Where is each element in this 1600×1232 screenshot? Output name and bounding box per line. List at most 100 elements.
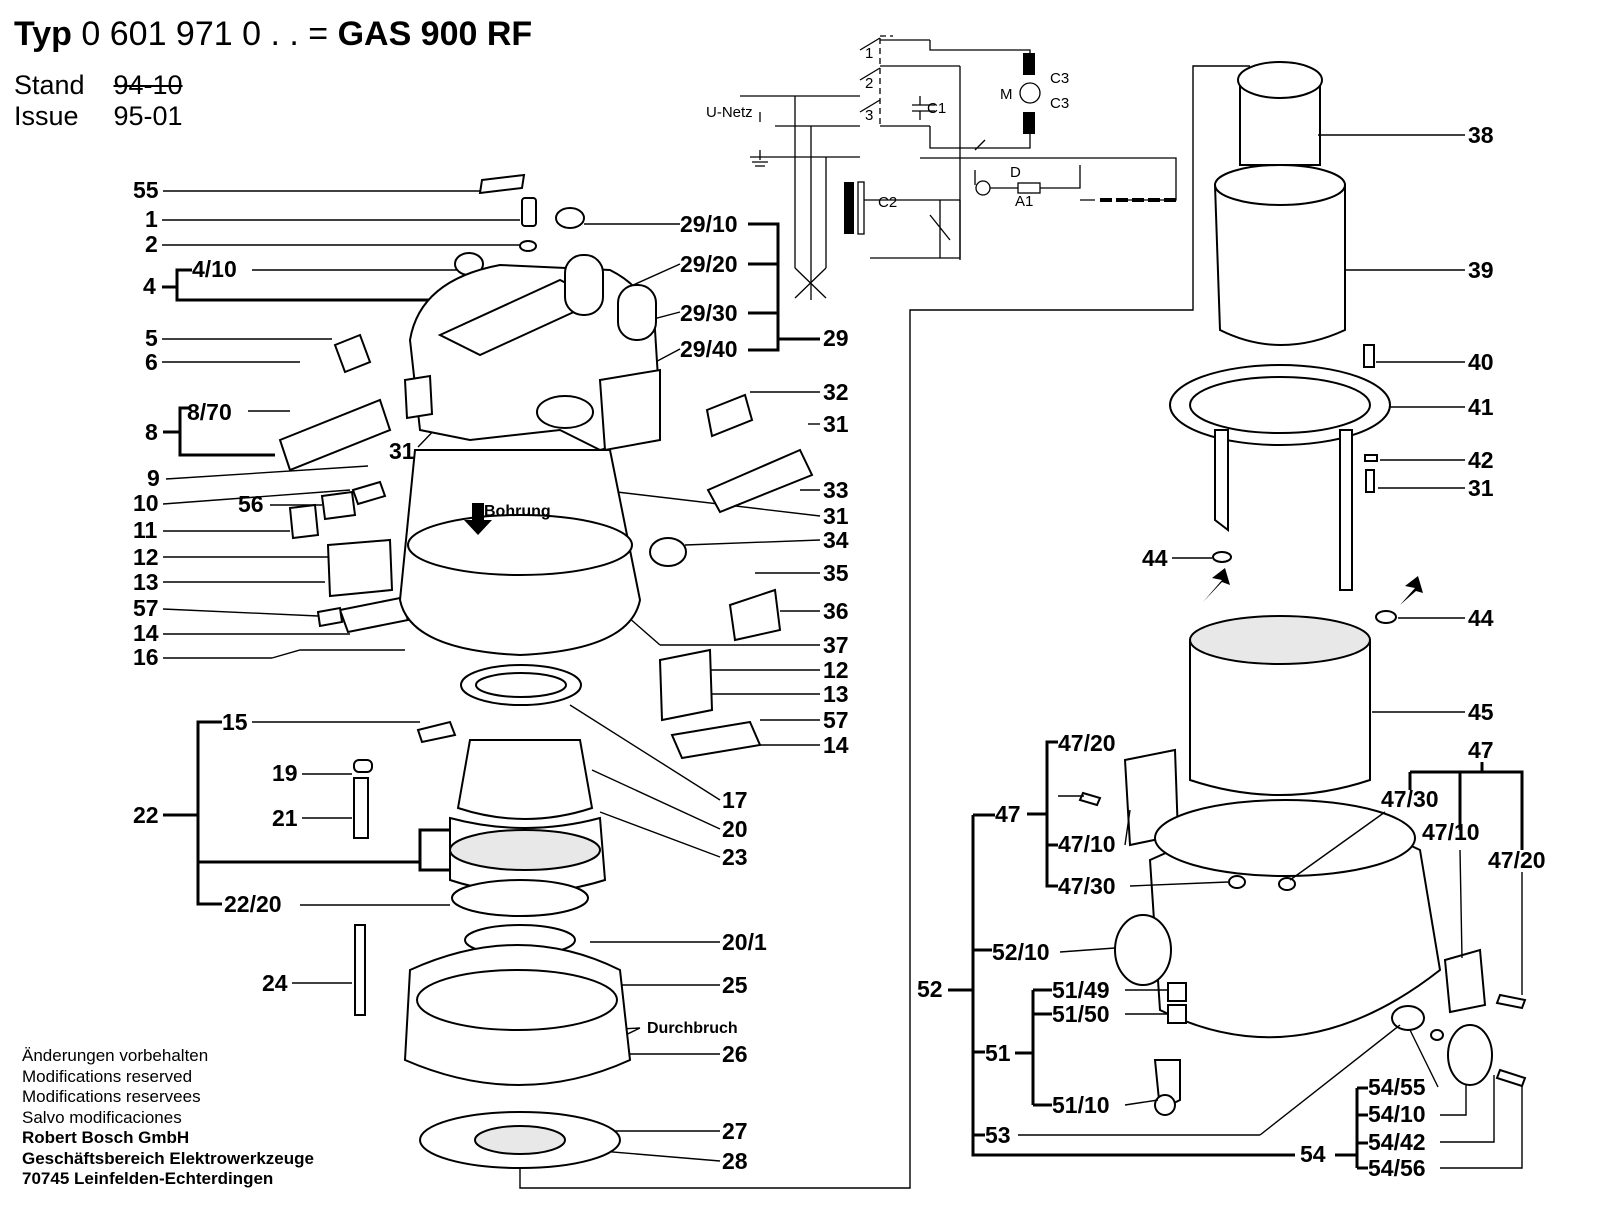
- part-11: [288, 503, 320, 540]
- wheel-54-42: [1447, 1024, 1493, 1086]
- label-38: 38: [1468, 122, 1494, 148]
- label-4: 4: [143, 273, 156, 299]
- footer-company: Robert Bosch GmbH: [22, 1128, 190, 1147]
- nut-47-30a: [1228, 875, 1246, 889]
- socket-5: [403, 374, 434, 420]
- screw-47-20b: [1495, 993, 1527, 1010]
- card-32: [705, 393, 754, 438]
- c2-label: C2: [878, 194, 897, 211]
- label-13: 13: [133, 569, 159, 595]
- housing-rim: [407, 514, 633, 576]
- filter-28: [474, 1125, 566, 1155]
- housing-parts: Bohrung: [353, 449, 642, 1169]
- label-54-56: 54/56: [1368, 1155, 1426, 1181]
- label-44b: 44: [1468, 605, 1494, 631]
- label-53: 53: [985, 1122, 1011, 1148]
- label-12b: 12: [823, 657, 849, 683]
- label-52: 52: [917, 976, 943, 1002]
- frame-41: [1214, 429, 1353, 591]
- motor-22: [456, 739, 594, 820]
- typ-number: 0 601 971 0 . .: [81, 15, 299, 53]
- foot-44b: [1375, 610, 1397, 624]
- label-57: 57: [133, 595, 159, 621]
- label-13b: 13: [823, 681, 849, 707]
- label-47-10a: 47/10: [1058, 831, 1116, 857]
- coil-12b-13b: [658, 648, 714, 722]
- label-29-20: 29/20: [680, 251, 738, 277]
- issue-label: Issue: [14, 101, 79, 131]
- label-47a: 47: [995, 801, 1021, 827]
- panel-29-40: [598, 368, 661, 452]
- label-24: 24: [262, 970, 288, 996]
- foot-44a: [1212, 551, 1232, 563]
- filter-assembly-parts: [1078, 61, 1527, 1116]
- label-14b: 14: [823, 732, 849, 758]
- bracket-36: [728, 588, 782, 642]
- label-33: 33: [823, 477, 849, 503]
- durchbruch-annotation: Durchbruch: [647, 1020, 738, 1037]
- switch-board-8: [278, 398, 392, 472]
- label-21: 21: [272, 805, 298, 831]
- switch-1-label: 1: [865, 45, 873, 62]
- u-netz-label: U-Netz: [706, 104, 753, 121]
- label-29-10: 29/10: [680, 211, 738, 237]
- label-1: 1: [145, 206, 158, 232]
- footer-division: Geschäftsbereich Elektrowerkzeuge: [22, 1148, 314, 1168]
- part-56: [320, 490, 357, 521]
- label-28: 28: [722, 1148, 748, 1174]
- label-54: 54: [1300, 1141, 1326, 1167]
- label-51-50: 51/50: [1052, 1001, 1110, 1027]
- screw-47-20: [1078, 791, 1102, 807]
- label-12: 12: [133, 544, 159, 570]
- motor-head-parts: [271, 173, 814, 760]
- label-32: 32: [823, 379, 849, 405]
- nut-51-49: [1167, 982, 1187, 1002]
- knob-29-10: [555, 207, 585, 229]
- label-27: 27: [722, 1118, 748, 1144]
- ring-22-20: [451, 879, 589, 917]
- cord-16: [271, 649, 405, 659]
- label-4-10: 4/10: [192, 256, 237, 282]
- stand-value: 94-10: [113, 70, 183, 100]
- pcb-33: [706, 448, 814, 514]
- connector-line: [519, 65, 1250, 1189]
- label-35: 35: [823, 560, 849, 586]
- type-line: Typ 0 601 971 0 . . = GAS 900 RF: [14, 14, 532, 54]
- left-callouts: 55 1 2 4/10 4 5 6 8/70 8 9 10 56 11 12 1…: [133, 177, 520, 670]
- screw-19: [353, 759, 373, 773]
- label-31b: 31: [823, 411, 849, 437]
- label-29-40: 29/40: [680, 336, 738, 362]
- label-52-10: 52/10: [992, 939, 1050, 965]
- label-51-10: 51/10: [1052, 1092, 1110, 1118]
- label-45: 45: [1468, 699, 1494, 725]
- label-47-10b: 47/10: [1422, 819, 1480, 845]
- label-55: 55: [133, 177, 159, 203]
- part-57: [316, 606, 344, 628]
- diode-label: D: [1010, 164, 1021, 181]
- footer-address: 70745 Leinfelden-Echterdingen: [22, 1169, 274, 1188]
- label-54-55: 54/55: [1368, 1074, 1426, 1100]
- footer-line-1: Änderungen vorbehalten: [22, 1046, 209, 1065]
- label-54-10: 54/10: [1368, 1101, 1426, 1127]
- revision-block: Stand 94-10 Issue 95-01: [14, 70, 183, 132]
- part-14b: [670, 720, 762, 760]
- model-name: GAS 900 RF: [337, 15, 533, 53]
- label-20-1: 20/1: [722, 929, 767, 955]
- label-54-42: 54/42: [1368, 1129, 1426, 1155]
- nut-51-50: [1167, 1004, 1187, 1024]
- wheel-mount-54-55: [1391, 1005, 1425, 1031]
- part-10: [351, 480, 387, 506]
- lower-left-callouts: 15 19 21 22 22/20 24 17 20 23 20/1 25 Du…: [133, 704, 767, 1174]
- c3a-label: C3: [1050, 70, 1069, 87]
- label-11: 11: [133, 517, 158, 543]
- label-36: 36: [823, 598, 849, 624]
- label-29-30: 29/30: [680, 300, 738, 326]
- label-51-49: 51/49: [1052, 977, 1110, 1003]
- label-29: 29: [823, 325, 849, 351]
- label-47-20b: 47/20: [1488, 847, 1546, 873]
- footer-line-4: Salvo modificaciones: [22, 1107, 182, 1127]
- label-56: 56: [238, 491, 264, 517]
- c3b-label: C3: [1050, 95, 1069, 112]
- washer-2: [519, 240, 537, 252]
- nut-47-30b: [1278, 877, 1296, 891]
